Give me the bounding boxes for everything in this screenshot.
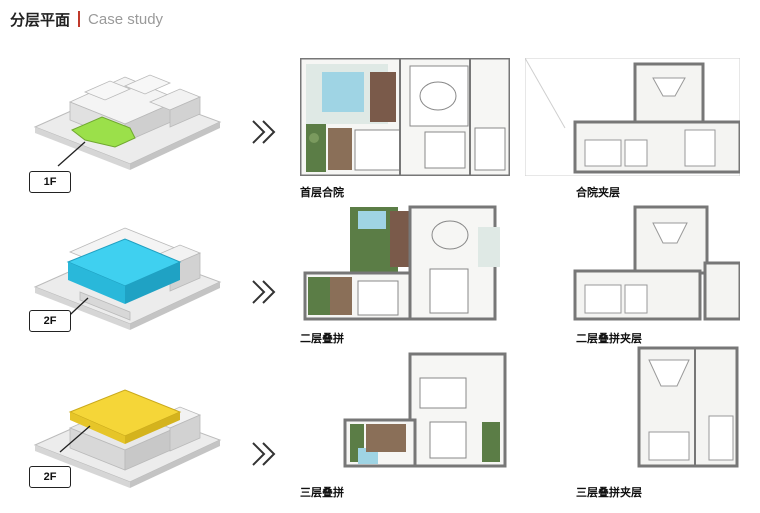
floor-plan-courtyard-mezzanine	[525, 58, 740, 176]
floor-tag: 2F	[29, 466, 71, 488]
row-2: 2F 二层叠拼 二层叠拼夹层	[29, 205, 740, 345]
page-subtitle: Case study	[88, 10, 164, 28]
massing-model-2f	[33, 227, 222, 330]
page-header: 分层平面 Case study	[10, 8, 163, 30]
double-chevron-right-icon	[252, 120, 276, 144]
floor-tag: 2F	[29, 310, 71, 332]
title-divider	[78, 11, 81, 27]
double-chevron-right-icon	[252, 442, 276, 466]
floor-plan-third-stacked	[343, 352, 507, 468]
plan-caption: 三层叠拼夹层	[576, 487, 642, 499]
floor-tag: 1F	[29, 171, 71, 193]
plan-caption: 二层叠拼	[300, 333, 344, 345]
plan-caption: 首层合院	[300, 187, 344, 199]
massing-model-3f	[33, 389, 222, 488]
floor-plan-third-mezzanine	[637, 346, 739, 468]
row-1: 1F 首层合院 合院夹层	[0, 0, 760, 200]
floor-plan-second-stacked	[303, 205, 500, 321]
plan-caption: 二层叠拼夹层	[576, 333, 642, 345]
plan-caption: 三层叠拼	[300, 487, 344, 499]
page-title: 分层平面	[10, 11, 71, 29]
highlighted-floor	[71, 116, 136, 148]
massing-model-1f	[33, 74, 222, 170]
floor-plan-ground-courtyard	[300, 58, 510, 176]
floor-plan-second-mezzanine	[573, 205, 740, 321]
plan-caption: 合院夹层	[576, 187, 620, 199]
double-chevron-right-icon	[252, 280, 276, 304]
